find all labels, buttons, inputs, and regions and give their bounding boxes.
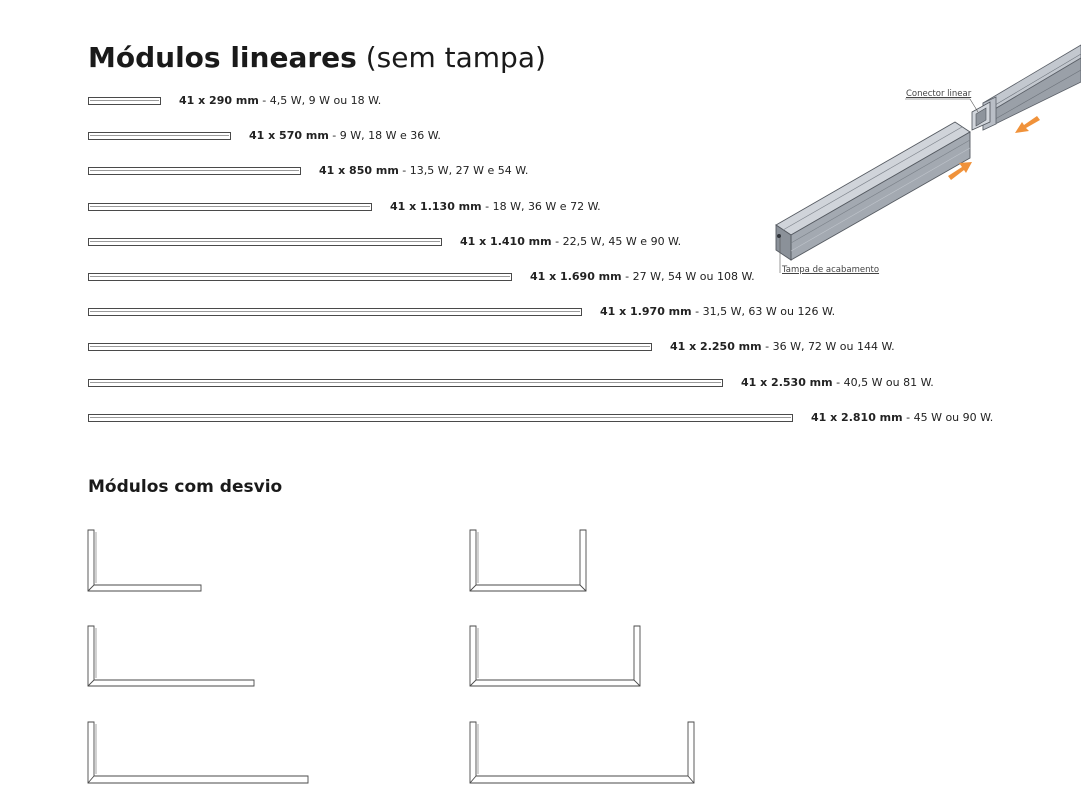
module-power: - 31,5 W, 63 W ou 126 W. <box>695 305 836 318</box>
offset-module-u-medium <box>469 625 641 687</box>
module-label: 41 x 1.410 mm - 22,5 W, 45 W e 90 W. <box>460 235 681 249</box>
module-size: 41 x 1.130 mm <box>390 200 482 213</box>
end-cap-point <box>777 234 781 238</box>
module-power: - 40,5 W ou 81 W. <box>836 376 934 389</box>
offset-module-l-medium <box>87 625 255 687</box>
offset-module-l-long <box>87 721 309 784</box>
end-cap-label: Tampa de acabamento <box>782 265 880 275</box>
offset-module-u-long <box>469 721 695 784</box>
module-size: 41 x 2.250 mm <box>670 340 762 353</box>
module-bar <box>88 97 161 105</box>
module-power: - 36 W, 72 W ou 144 W. <box>765 340 895 353</box>
module-size: 41 x 850 mm <box>319 164 399 177</box>
module-size: 41 x 290 mm <box>179 94 259 107</box>
module-label: 41 x 1.970 mm - 31,5 W, 63 W ou 126 W. <box>600 305 835 319</box>
page-title-bold: Módulos lineares <box>88 41 357 74</box>
linear-connector <box>971 101 991 131</box>
module-power: - 45 W ou 90 W. <box>906 411 994 424</box>
profile-illustration <box>775 44 1081 273</box>
module-bar <box>88 203 372 211</box>
module-size: 41 x 1.970 mm <box>600 305 692 318</box>
module-size: 41 x 2.810 mm <box>811 411 903 424</box>
page-title-rest: (sem tampa) <box>365 41 546 74</box>
connector-label: Conector linear <box>906 89 972 99</box>
module-label: 41 x 290 mm - 4,5 W, 9 W ou 18 W. <box>179 94 381 108</box>
module-bar <box>88 379 723 387</box>
module-label: 41 x 850 mm - 13,5 W, 27 W e 54 W. <box>319 164 528 178</box>
module-power: - 22,5 W, 45 W e 90 W. <box>555 235 682 248</box>
module-bar <box>88 273 512 281</box>
module-power: - 18 W, 36 W e 72 W. <box>485 200 601 213</box>
module-label: 41 x 1.690 mm - 27 W, 54 W ou 108 W. <box>530 270 755 284</box>
module-power: - 4,5 W, 9 W ou 18 W. <box>262 94 382 107</box>
module-bar <box>88 132 231 140</box>
arrow-right-icon <box>948 162 972 180</box>
module-power: - 9 W, 18 W e 36 W. <box>332 129 441 142</box>
module-size: 41 x 570 mm <box>249 129 329 142</box>
connector-callout-leader <box>969 98 979 113</box>
section-title: Módulos com desvio <box>88 477 283 497</box>
module-label: 41 x 2.250 mm - 36 W, 72 W ou 144 W. <box>670 340 895 354</box>
module-size: 41 x 2.530 mm <box>741 376 833 389</box>
right-profile <box>982 44 1081 131</box>
module-label: 41 x 2.530 mm - 40,5 W ou 81 W. <box>741 376 934 390</box>
module-bar <box>88 343 652 351</box>
module-bar <box>88 414 793 422</box>
module-label: 41 x 2.810 mm - 45 W ou 90 W. <box>811 411 993 425</box>
module-bar <box>88 238 442 246</box>
arrow-left-icon <box>1015 116 1040 133</box>
module-label: 41 x 1.130 mm - 18 W, 36 W e 72 W. <box>390 200 601 214</box>
offset-module-u-short <box>469 529 587 592</box>
page-title: Módulos lineares (sem tampa) <box>88 40 546 76</box>
module-size: 41 x 1.410 mm <box>460 235 552 248</box>
module-bar <box>88 167 301 175</box>
module-power: - 13,5 W, 27 W e 54 W. <box>402 164 529 177</box>
module-bar <box>88 308 582 316</box>
module-label: 41 x 570 mm - 9 W, 18 W e 36 W. <box>249 129 441 143</box>
offset-module-l-short <box>87 529 202 592</box>
module-power: - 27 W, 54 W ou 108 W. <box>625 270 755 283</box>
left-profile <box>775 121 971 261</box>
module-size: 41 x 1.690 mm <box>530 270 622 283</box>
